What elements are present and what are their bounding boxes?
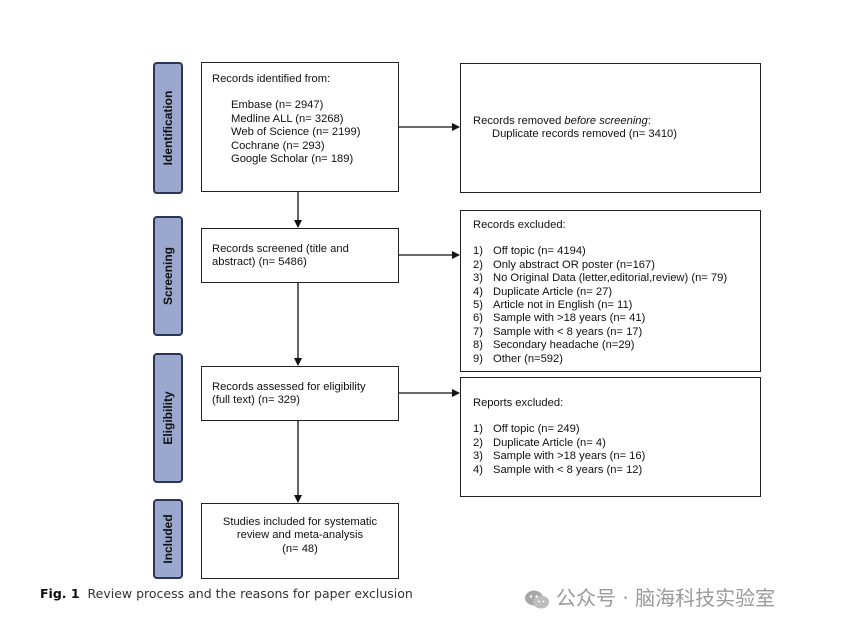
source-list: Embase (n= 2947) Medline ALL (n= 3268) W… bbox=[212, 99, 398, 166]
report-exclusion-item: 3)Sample with >18 years (n= 16) bbox=[473, 450, 646, 463]
stage-eligibility: Eligibility bbox=[153, 353, 183, 483]
stage-screening: Screening bbox=[153, 216, 183, 336]
exclusion-item: 7)Sample with < 8 years (n= 17) bbox=[473, 325, 643, 338]
studies-included-line2: review and meta-analysis bbox=[236, 529, 364, 542]
records-screened-line1: Records screened (title and bbox=[212, 243, 349, 255]
records-identified-heading: Records identified from: bbox=[212, 73, 331, 85]
exclusion-item: 6)Sample with >18 years (n= 41) bbox=[473, 312, 646, 325]
source-item: Web of Science (n= 2199) bbox=[231, 126, 361, 139]
studies-included-line3: (n= 48) bbox=[282, 542, 318, 555]
figure-caption: Fig. 1 Review process and the reasons fo… bbox=[40, 586, 413, 601]
wechat-icon bbox=[525, 590, 549, 608]
records-assessed-line2: (full text) (n= 329) bbox=[212, 394, 300, 407]
source-item: Google Scholar (n= 189) bbox=[231, 153, 354, 166]
stage-included-label: Included bbox=[161, 514, 175, 564]
exclusion-item: 3)No Original Data (letter,editorial,rev… bbox=[473, 272, 728, 285]
studies-included-box: Studies included for systematic review a… bbox=[201, 503, 399, 579]
records-removed-heading: Records removed before screening: bbox=[473, 115, 651, 127]
report-exclusion-item: 4)Sample with < 8 years (n= 12) bbox=[473, 463, 643, 476]
records-identified-box: Records identified from: Embase (n= 2947… bbox=[201, 62, 399, 192]
report-exclusion-item: 1)Off topic (n= 249) bbox=[473, 423, 580, 436]
exclusion-item: 8)Secondary headache (n=29) bbox=[473, 339, 635, 352]
reports-excluded-box: Reports excluded: 1)Off topic (n= 249) 2… bbox=[460, 377, 761, 497]
watermark-text: 公众号 · 脑海科技实验室 bbox=[556, 586, 776, 610]
source-item: Embase (n= 2947) bbox=[231, 99, 324, 112]
exclusion-item: 2)Only abstract OR poster (n=167) bbox=[473, 258, 655, 271]
stage-identification: Identification bbox=[153, 62, 183, 194]
exclusion-item: 4)Duplicate Article (n= 27) bbox=[473, 285, 613, 298]
source-item: Cochrane (n= 293) bbox=[231, 139, 325, 152]
studies-included-line1: Studies included for systematic bbox=[222, 516, 378, 528]
stage-identification-label: Identification bbox=[161, 90, 175, 166]
stage-screening-label: Screening bbox=[161, 246, 175, 306]
records-excluded-list: 1)Off topic (n= 4194) 2)Only abstract OR… bbox=[473, 245, 760, 366]
figure-caption-text: Review process and the reasons for paper… bbox=[87, 586, 413, 601]
figure-label: Fig. 1 bbox=[40, 586, 80, 601]
stage-eligibility-label: Eligibility bbox=[161, 391, 175, 445]
records-excluded-box: Records excluded: 1)Off topic (n= 4194) … bbox=[460, 210, 761, 372]
reports-excluded-heading: Reports excluded: bbox=[473, 397, 564, 409]
exclusion-item: 1)Off topic (n= 4194) bbox=[473, 245, 586, 258]
records-assessed-box: Records assessed for eligibility (full t… bbox=[201, 366, 399, 421]
records-screened-line2: abstract) (n= 5486) bbox=[212, 256, 307, 269]
exclusion-item: 9)Other (n=592) bbox=[473, 352, 563, 365]
watermark: 公众号 · 脑海科技实验室 bbox=[524, 582, 775, 611]
exclusion-item: 5)Article not in English (n= 11) bbox=[473, 299, 633, 312]
source-item: Medline ALL (n= 3268) bbox=[231, 112, 344, 125]
stage-included: Included bbox=[153, 499, 183, 579]
records-excluded-heading: Records excluded: bbox=[473, 219, 566, 231]
reports-excluded-list: 1)Off topic (n= 249) 2)Duplicate Article… bbox=[473, 423, 760, 477]
records-assessed-line1: Records assessed for eligibility bbox=[212, 381, 366, 393]
records-screened-box: Records screened (title and abstract) (n… bbox=[201, 228, 399, 283]
report-exclusion-item: 2)Duplicate Article (n= 4) bbox=[473, 436, 606, 449]
records-removed-detail: Duplicate records removed (n= 3410) bbox=[492, 128, 677, 141]
records-removed-box: Records removed before screening: Duplic… bbox=[460, 63, 761, 193]
